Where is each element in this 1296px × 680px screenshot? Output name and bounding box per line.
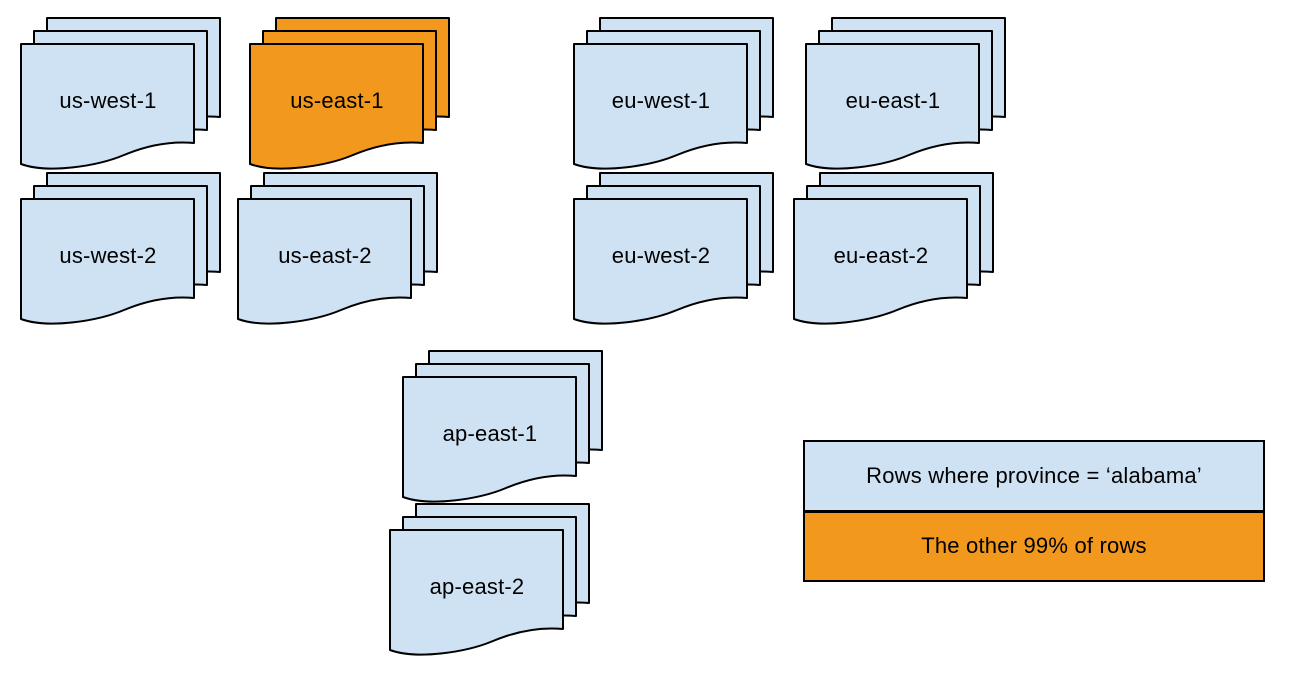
document-stack-eu-west-2: eu-west-2 bbox=[573, 172, 774, 325]
document-stack-graphic bbox=[237, 172, 438, 325]
document-stack-us-east-2: us-east-2 bbox=[237, 172, 438, 325]
document-stack-graphic bbox=[20, 172, 221, 325]
document-stack-us-west-2: us-west-2 bbox=[20, 172, 221, 325]
document-stack-graphic bbox=[389, 503, 590, 656]
document-sheet-front bbox=[805, 43, 980, 170]
document-stack-graphic bbox=[20, 17, 221, 170]
document-stack-graphic bbox=[573, 17, 774, 170]
document-sheet-front bbox=[237, 198, 412, 325]
legend-label: Rows where province = ‘alabama’ bbox=[866, 462, 1202, 488]
document-sheet-front bbox=[573, 198, 748, 325]
legend: Rows where province = ‘alabama’ The othe… bbox=[803, 440, 1265, 582]
document-stack-us-east-1: us-east-1 bbox=[249, 17, 450, 170]
document-stack-eu-west-1: eu-west-1 bbox=[573, 17, 774, 170]
document-stack-ap-east-2: ap-east-2 bbox=[389, 503, 590, 656]
legend-item-other-rows: The other 99% of rows bbox=[805, 512, 1263, 580]
document-stack-graphic bbox=[249, 17, 450, 170]
document-stack-graphic bbox=[805, 17, 1006, 170]
document-stack-graphic bbox=[793, 172, 994, 325]
legend-item-alabama-rows: Rows where province = ‘alabama’ bbox=[805, 442, 1263, 513]
document-stack-ap-east-1: ap-east-1 bbox=[402, 350, 603, 503]
document-sheet-front bbox=[20, 43, 195, 170]
document-stack-eu-east-1: eu-east-1 bbox=[805, 17, 1006, 170]
document-sheet-front bbox=[20, 198, 195, 325]
document-stack-graphic bbox=[573, 172, 774, 325]
document-sheet-front bbox=[402, 376, 577, 503]
document-sheet-front bbox=[573, 43, 748, 170]
legend-label: The other 99% of rows bbox=[921, 533, 1147, 559]
document-stack-eu-east-2: eu-east-2 bbox=[793, 172, 994, 325]
document-stack-graphic bbox=[402, 350, 603, 503]
document-sheet-front bbox=[389, 529, 564, 656]
document-sheet-front bbox=[249, 43, 424, 170]
document-stack-us-west-1: us-west-1 bbox=[20, 17, 221, 170]
document-sheet-front bbox=[793, 198, 968, 325]
